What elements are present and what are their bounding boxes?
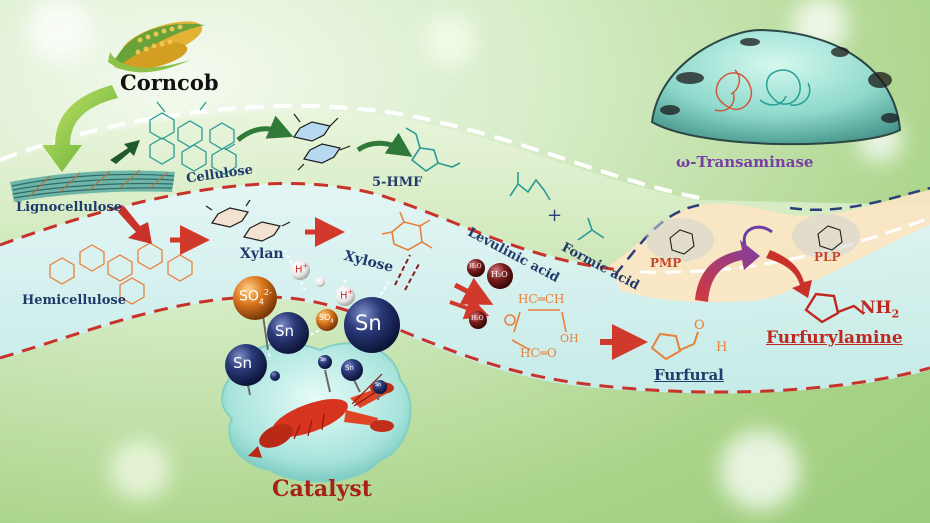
- enzyme-cycle-arrow: [742, 225, 773, 246]
- sn-text-5: Sn: [320, 357, 327, 363]
- sn-text-4: Sn: [345, 364, 354, 372]
- xylose-catalyst-link: [394, 254, 421, 291]
- h-text-2: H: [340, 290, 348, 302]
- lignocellulose-to-hemicellulose-arrow: [118, 206, 152, 244]
- red-dashed-boundary-lower: [0, 295, 930, 394]
- xylose-to-intermediate-arrow-2: [449, 296, 490, 320]
- lignocellulose-to-cellulose-arrow: [110, 140, 140, 164]
- so4-subscript-small: 4: [330, 318, 334, 325]
- white-dashed-boundary: [0, 103, 701, 200]
- sn-text-2: Sn: [233, 354, 253, 372]
- so4-sphere-large: [233, 276, 277, 320]
- h-text-1: H: [295, 264, 303, 276]
- red-dashed-boundary-upper: [0, 181, 621, 272]
- intermediate-top-text: HC═CH: [518, 292, 565, 306]
- so4-large-text: SO42-: [239, 288, 272, 306]
- corncob-to-lignocellulose-arrow: [42, 85, 118, 172]
- intermediate-bottom-text: HC═O: [520, 346, 557, 360]
- plp-structure: [792, 214, 860, 258]
- h-ion-spheres: [290, 260, 355, 306]
- enzyme-to-furfurylamine-arrow: [766, 250, 812, 298]
- furfurylamine-label: Furfurylamine: [766, 328, 903, 348]
- h-ion-text-2: H+: [340, 288, 353, 301]
- xylose-to-intermediate-arrow-1: [453, 277, 494, 305]
- intermediate-structure: [504, 309, 567, 351]
- sn-text-3: Sn: [355, 311, 382, 335]
- so4-sphere-small: [316, 309, 338, 331]
- pmp-structure: [646, 218, 714, 262]
- enzyme-region: [610, 190, 930, 302]
- water-label-3: H₂O: [471, 315, 484, 322]
- h-plus-2: +: [347, 288, 354, 296]
- glucose-to-hmf-arrow: [356, 132, 413, 157]
- so4-subscript: 4: [258, 297, 264, 307]
- so4-text: SO: [239, 288, 259, 305]
- furfural-aldehyde-o: O: [694, 318, 705, 333]
- so4-text-small: SO: [319, 313, 331, 322]
- navy-dashed-boundary-left: [614, 203, 701, 276]
- plus-sign: +: [547, 205, 563, 226]
- corncob-icon: [108, 21, 205, 73]
- water-label-2: H₂O: [491, 270, 508, 279]
- sn-text-1: Sn: [275, 322, 295, 340]
- cellulose-structure: [149, 101, 237, 175]
- cellulose-to-glucose-arrow: [236, 115, 294, 142]
- water-molecules: [467, 259, 513, 329]
- lignocellulose-label: Lignocellulose: [16, 200, 123, 215]
- navy-dashed-boundary-right: [789, 186, 930, 212]
- furfurylamine-structure: [804, 292, 865, 324]
- so4-small-text: SO4: [319, 313, 334, 325]
- white-dashed-boundary-right: [639, 216, 930, 274]
- sn-spheres: [225, 297, 400, 394]
- hemicellulose-label: Hemicellulose: [22, 293, 126, 308]
- catalyst-label: Catalyst: [272, 476, 372, 502]
- hmf-label: 5-HMF: [372, 175, 423, 190]
- furfural-structure: [650, 331, 699, 361]
- levulinic-acid-structure: [509, 172, 551, 201]
- lignocellulose-fibers-icon: [10, 169, 175, 202]
- hmf-structure: [405, 127, 461, 172]
- xylose-structure: [381, 211, 433, 251]
- nh-text: NH: [860, 298, 892, 318]
- glucose-structure: [293, 113, 351, 171]
- h-ion-text-1: H+: [295, 262, 308, 275]
- h-plus-1: +: [302, 262, 309, 270]
- transaminase-label: ω-Transaminase: [676, 153, 814, 171]
- furfural-to-enzyme-arrow: [695, 240, 760, 302]
- formic-acid-structure: [577, 217, 605, 241]
- xylan-structure: [205, 199, 291, 242]
- plp-label: PLP: [814, 250, 841, 264]
- furfurylamine-nh2: NH2: [860, 298, 899, 320]
- pmp-label: PMP: [650, 256, 682, 270]
- water-label-1: H₂O: [469, 263, 482, 270]
- sn-text-6: Sn: [375, 382, 382, 388]
- xylan-label: Xylan: [240, 246, 284, 262]
- intermediate-oh-text: OH: [560, 332, 579, 345]
- nh2-subscript: 2: [891, 307, 900, 321]
- furfural-aldehyde-h: H: [716, 340, 728, 355]
- furfural-label: Furfural: [654, 366, 724, 384]
- transaminase-dome-icon: [650, 28, 902, 146]
- so4-superscript: 2-: [264, 288, 272, 297]
- corncob-label: Corncob: [120, 70, 219, 95]
